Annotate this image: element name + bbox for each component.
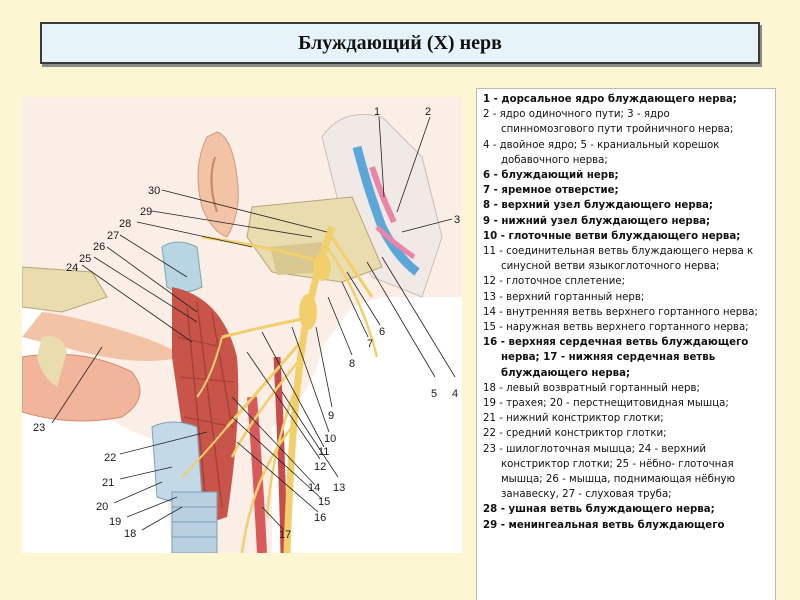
callout-21: 21 — [102, 477, 114, 489]
legend-item-2-3: 2 - ядро одиночного пути; 3 - ядро — [483, 109, 670, 121]
legend-item-4-5: 4 - двойное ядро; 5 - краниальный корешо… — [483, 139, 720, 151]
callout-20: 20 — [96, 501, 108, 513]
callout-22: 22 — [104, 452, 116, 464]
legend-item-11: 11 - соединительная ветвь блуждающего не… — [483, 246, 754, 258]
legend-item-21: 21 - нижний констриктор глотки; — [483, 413, 664, 425]
legend-item-4-5-cont: добавочного нерва; — [501, 154, 608, 166]
legend-item-2-3-cont: спинномозгового пути тройничного нерва; — [501, 124, 734, 136]
legend-item-19-20: 19 - трахея; 20 - перстнещитовидная мышц… — [483, 398, 729, 410]
legend-item-1: 1 - дорсальное ядро блуждающего нерва; — [483, 94, 737, 105]
callout-24: 24 — [66, 262, 78, 274]
legend-item-9: 9 - нижний узел блуждающего нерва; — [483, 215, 711, 227]
legend-item-28: 28 - ушная ветвь блуждающего нерва; — [483, 504, 715, 516]
legend-item-8: 8 - верхний узел блуждающего нерва; — [483, 200, 714, 212]
legend-item-23-27-cont1: констриктор глотки; 25 - нёбно- глоточна… — [501, 458, 734, 470]
callout-13: 13 — [333, 482, 345, 494]
legend-item-6: 6 - блуждающий нерв; — [483, 170, 619, 182]
legend-item-12: 12 - глоточное сплетение; — [483, 276, 626, 288]
legend-item-11-cont: синусной ветви языкоглоточного нерва; — [501, 261, 720, 273]
legend-item-23-27-cont2: мышца; 26 - мышца, поднимающая нёбную — [501, 474, 736, 486]
callout-27: 27 — [107, 230, 119, 242]
callout-5: 5 — [431, 388, 437, 400]
callout-1: 1 — [374, 106, 380, 118]
callout-29: 29 — [140, 206, 152, 218]
callout-23: 23 — [33, 422, 45, 434]
callout-7: 7 — [367, 338, 373, 350]
legend-item-29: 29 - менингеальная ветвь блуждающего — [483, 519, 725, 531]
callout-30: 30 — [148, 185, 160, 197]
callout-26: 26 — [93, 241, 105, 253]
legend-item-14-15: 14 - внутренняя ветвь верхнего гортанног… — [483, 306, 758, 334]
slide-title: Блуждающий (X) нерв — [40, 22, 760, 64]
callout-3: 3 — [454, 214, 460, 226]
legend-item-10: 10 - глоточные ветви блуждающего нерва; — [483, 230, 741, 242]
callout-6: 6 — [379, 326, 385, 338]
legend-item-16-17-cont: нерва; 17 - нижняя сердечная ветвь — [501, 352, 716, 364]
legend-item-23-27-cont3: занавеску, 27 - слуховая труба; — [501, 489, 672, 501]
legend-panel: 1 - дорсальное ядро блуждающего нерва; 2… — [476, 88, 776, 600]
callout-9: 9 — [328, 410, 334, 422]
callout-25: 25 — [79, 253, 91, 265]
callout-10: 10 — [324, 433, 336, 445]
callout-12: 12 — [314, 461, 326, 473]
legend-item-23-27: 23 - шилоглоточная мышца; 24 - верхний — [483, 443, 707, 455]
callout-18: 18 — [124, 528, 136, 540]
callout-2: 2 — [425, 106, 431, 118]
callout-4: 4 — [452, 388, 458, 400]
vagus-nerve-illustration: 1 2 3 4 5 6 7 8 9 10 11 12 13 14 15 16 1… — [22, 97, 462, 553]
callout-28: 28 — [119, 218, 131, 230]
callout-8: 8 — [349, 358, 355, 370]
callout-16: 16 — [314, 512, 326, 524]
callout-14: 14 — [308, 482, 320, 494]
legend-item-13: 13 - верхний гортанный нерв; — [483, 291, 645, 303]
legend-item-18: 18 - левый возвратный гортанный нерв; — [483, 382, 700, 394]
legend-item-22: 22 - средний констриктор глотки; — [483, 428, 667, 440]
callout-15: 15 — [318, 496, 330, 508]
callout-11: 11 — [318, 446, 329, 458]
legend-item-16-17-cont2: блуждающего нерва; — [501, 367, 631, 379]
callout-19: 19 — [109, 516, 121, 528]
anatomy-drawing: 1 2 3 4 5 6 7 8 9 10 11 12 13 14 15 16 1… — [22, 97, 462, 553]
callout-17: 17 — [279, 529, 291, 541]
legend-item-7: 7 - яремное отверстие; — [483, 185, 619, 197]
legend-item-16-17: 16 - верхняя сердечная ветвь блуждающего — [483, 337, 749, 349]
